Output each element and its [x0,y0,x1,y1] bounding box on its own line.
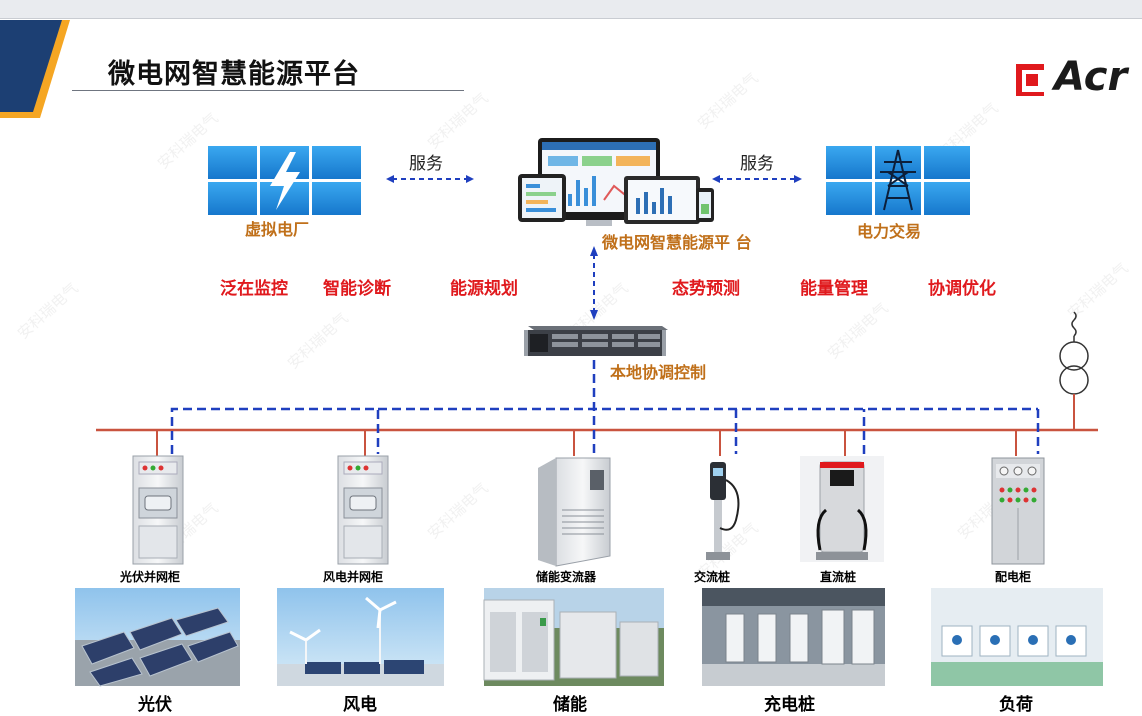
category-label: 储能 [553,695,587,715]
distribution-cabinet-icon [991,457,1045,565]
watermark: 安科瑞电气 [693,69,762,133]
top-bar [0,0,1142,19]
wind-grid-cabinet-icon [337,455,389,565]
device-label: 交流桩 [694,570,731,584]
watermark: 安科瑞电气 [823,299,892,363]
service-label-left: 服务 [409,154,443,174]
category-label: 光伏 [138,695,172,715]
communication-network [170,360,1040,454]
device-label: 直流桩 [820,570,857,584]
function-label: 智能诊断 [323,279,391,299]
acrel-logo [1016,64,1044,96]
photo-solar [75,588,240,687]
function-label: 能量管理 [800,279,868,299]
watermark: 安科瑞电气 [1063,259,1132,323]
transformer-icon [1059,311,1089,430]
power-trading-label: 电力交易 [857,222,922,241]
photo-load [931,588,1103,686]
photo-charging-station [702,588,885,686]
function-label: 态势预测 [672,279,740,299]
power-drops [156,430,1017,456]
watermark: 安科瑞电气 [153,499,222,563]
category-label: 充电桩 [764,695,815,715]
device-label: 储能变流器 [536,570,597,584]
watermark: 安科瑞电气 [953,479,1022,543]
photo-storage [483,588,664,686]
energy-storage-converter-icon [538,457,611,567]
function-label: 能源规划 [450,279,518,299]
device-label: 配电柜 [995,570,1032,584]
watermark: 安科瑞电气 [13,279,82,343]
logo-text: Acr [1054,54,1128,100]
device-label: 光伏并网柜 [120,570,181,584]
pv-grid-cabinet-icon [132,455,184,565]
watermark: 安科瑞电气 [423,479,492,543]
watermark: 安科瑞电气 [423,89,492,153]
platform-devices-icon [518,138,714,226]
function-label: 协调优化 [928,279,996,299]
category-label: 风电 [343,695,377,715]
service-label-right: 服务 [740,154,774,174]
ac-charger-icon [706,462,740,560]
watermark: 安科瑞电气 [933,99,1002,163]
local-controller-icon [524,326,668,356]
title-underline [72,90,464,91]
function-label: 泛在监控 [220,279,288,299]
category-label: 负荷 [999,695,1033,715]
virtual-power-plant-label: 虚拟电厂 [245,220,310,239]
virtual-power-plant-icon [208,146,361,215]
power-trading-icon [826,146,970,215]
watermark: 安科瑞电气 [283,309,352,373]
watermark: 安科瑞电气 [153,109,222,173]
page-title: 微电网智慧能源平台 [108,59,360,90]
watermark: 安科瑞电气 [563,279,632,343]
device-label: 风电并网柜 [323,570,384,584]
platform-label: 微电网智慧能源平 台 [602,233,752,252]
local-controller-label: 本地协调控制 [610,363,707,382]
dc-charger-icon [800,456,884,562]
photo-wind [277,588,444,686]
corner-decoration [0,20,70,118]
